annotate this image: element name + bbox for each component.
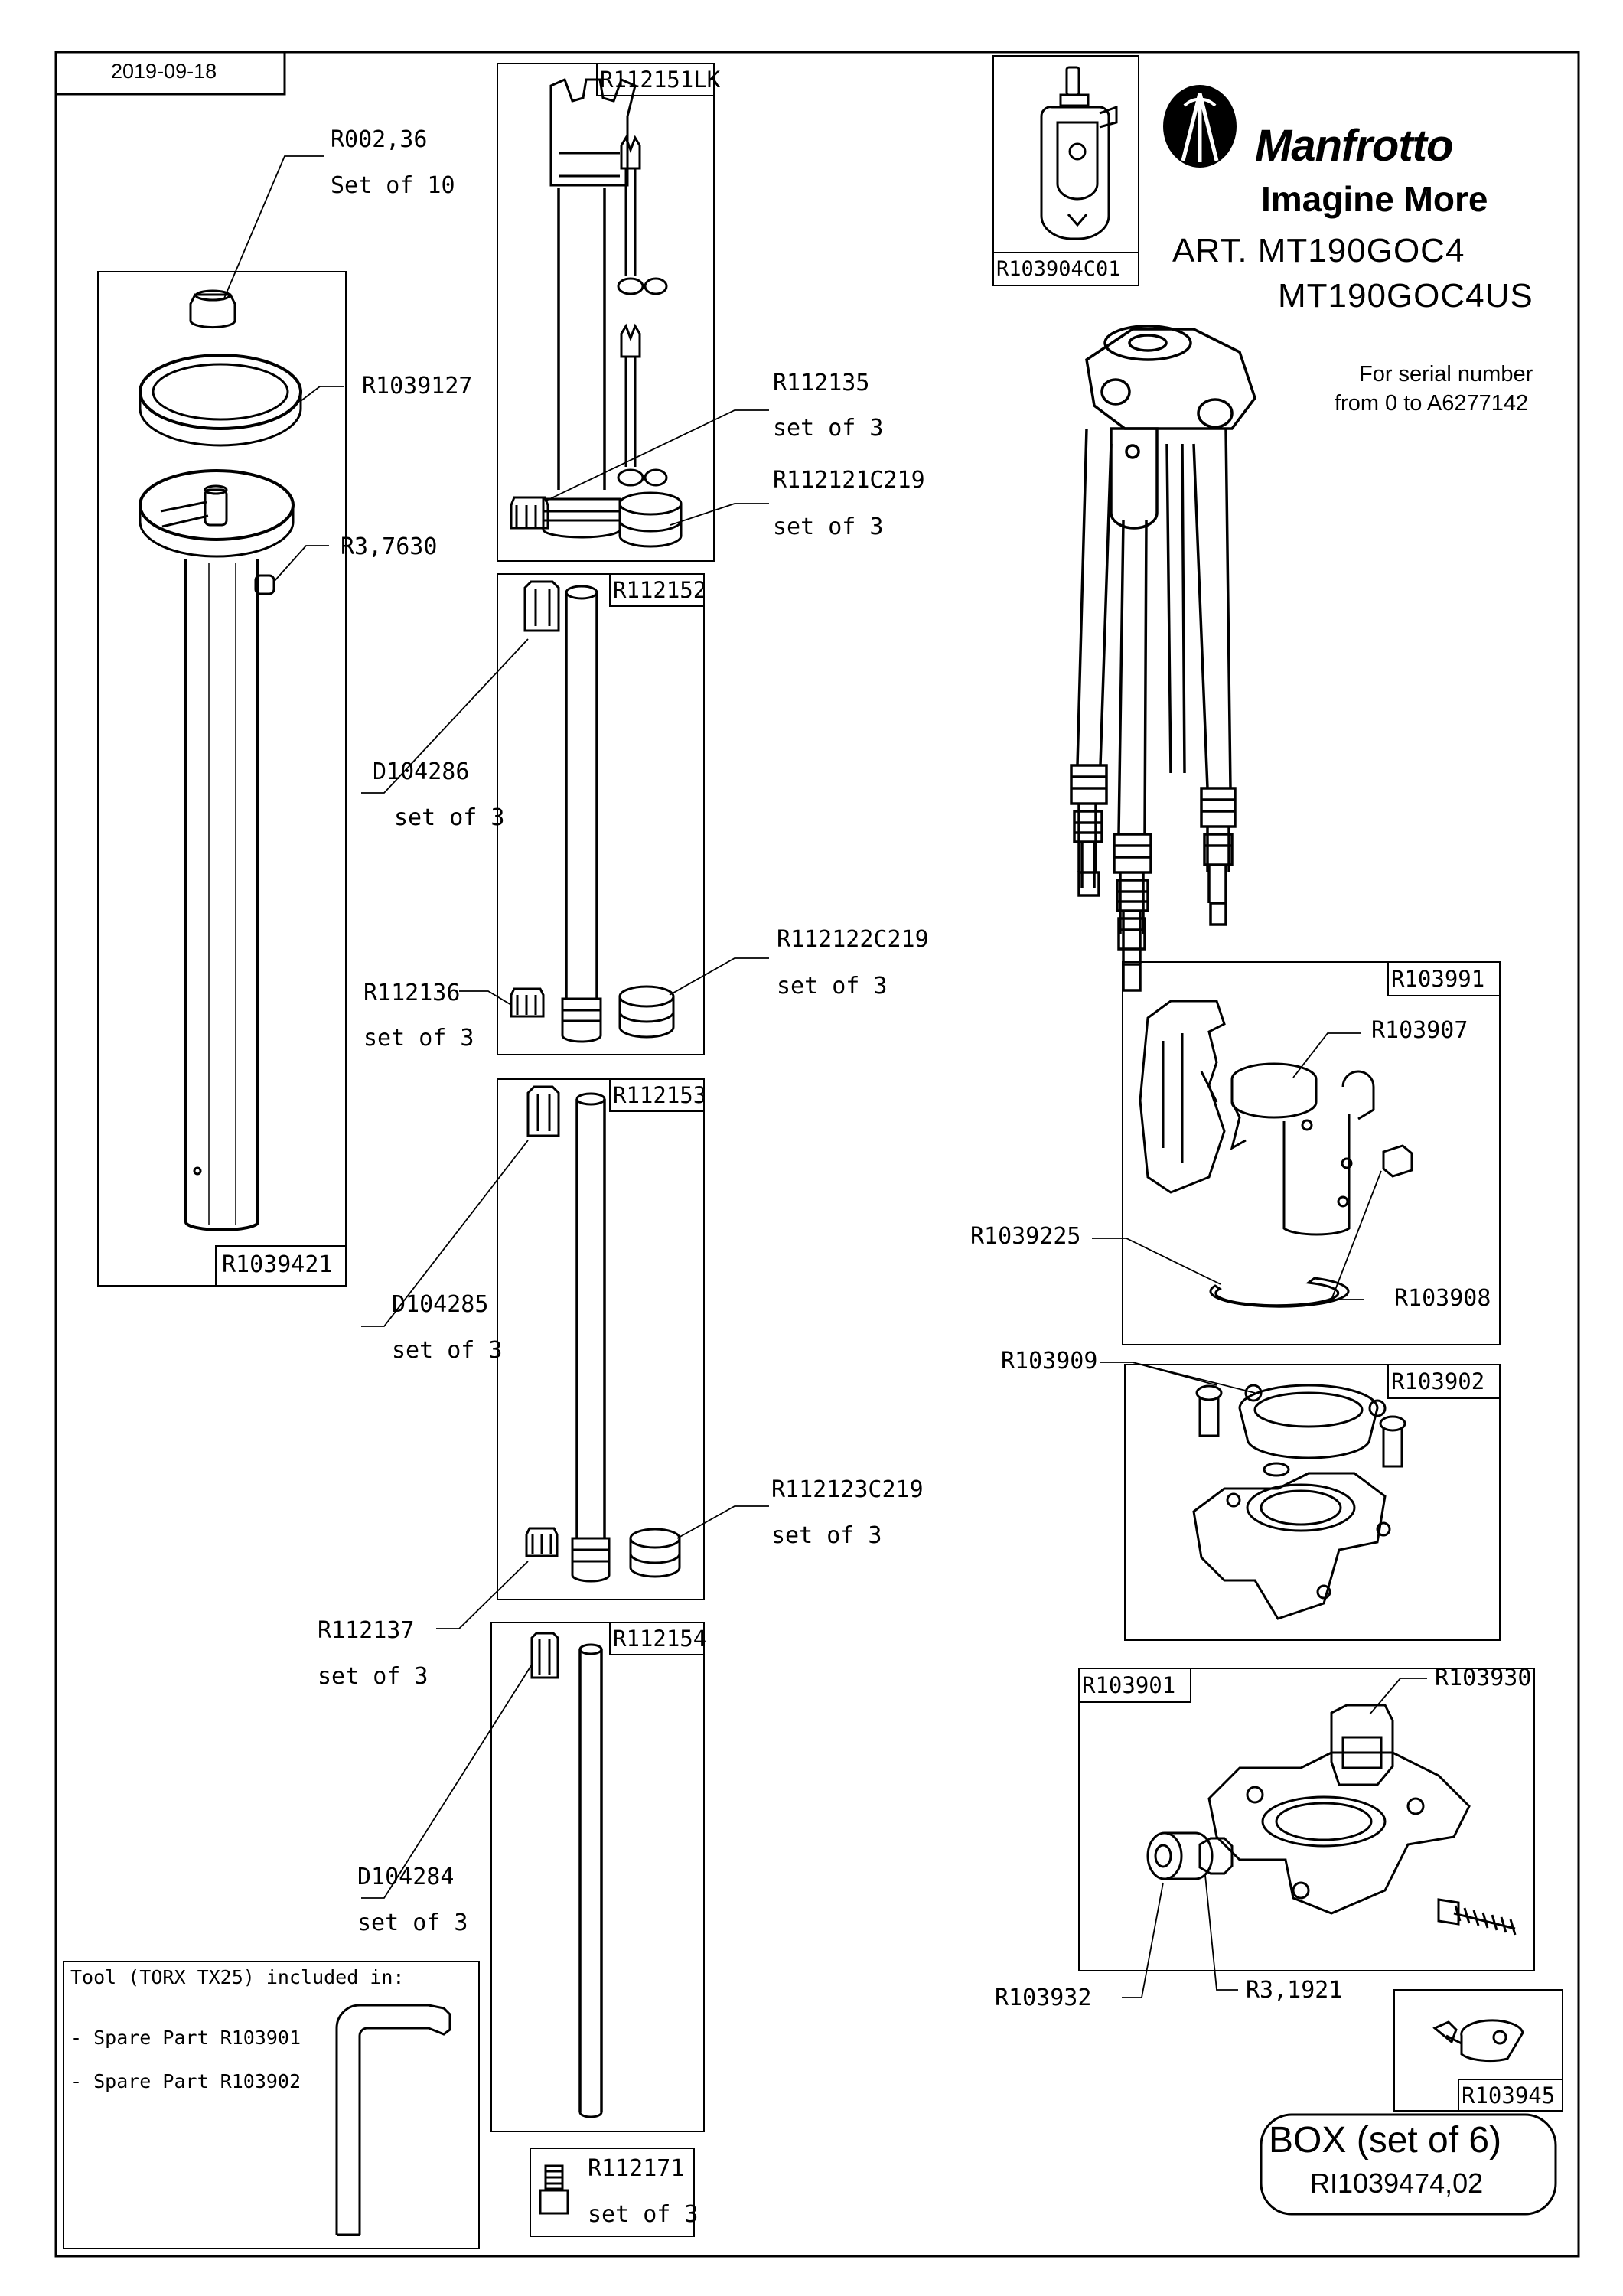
part-code-r112121: R112121C219 — [773, 467, 925, 494]
part-qty-r112171: set of 3 — [588, 2201, 699, 2228]
frame-r112171 — [530, 2148, 695, 2237]
part-qty-r112136: set of 3 — [363, 1025, 474, 1052]
frame-tag-r103991 — [1387, 961, 1501, 996]
part-code-r1039127: R1039127 — [362, 373, 473, 400]
torx-tool-drawing — [335, 2004, 451, 2236]
box-title: BOX (set of 6) — [1269, 2120, 1502, 2161]
leg-section-2-drawing — [510, 580, 675, 1043]
date-label: 2019-09-18 — [111, 60, 217, 83]
part-code-r112135: R112135 — [773, 370, 870, 396]
leader-lines-r103901 — [1122, 1678, 1427, 1998]
part-code-r31921: R3,1921 — [1246, 1977, 1343, 2004]
part-code-r103902: R103902 — [1391, 1368, 1485, 1394]
part-code-r103904: R103904C01 — [996, 257, 1121, 281]
part-code-r112123: R112123C219 — [771, 1476, 924, 1503]
part-code-r103901: R103901 — [1082, 1672, 1176, 1698]
leg-section-1-drawing — [510, 77, 683, 548]
part-code-r002: R002,36 — [331, 126, 428, 153]
part-code-r112153: R112153 — [613, 1082, 707, 1108]
part-qty-d104284: set of 3 — [357, 1910, 468, 1936]
leader-line-d104284 — [361, 1664, 533, 1899]
date-box — [56, 51, 286, 96]
part-code-r103991: R103991 — [1391, 966, 1485, 992]
frame-r112152 — [497, 573, 705, 1055]
part-qty-r112123: set of 3 — [771, 1522, 882, 1549]
part-code-r103932: R103932 — [995, 1985, 1092, 2011]
part-code-d104285: D104285 — [392, 1291, 489, 1318]
frame-tag-r103901 — [1078, 1668, 1191, 1703]
brand-tagline: Imagine More — [1261, 179, 1488, 219]
frame-r103902 — [1124, 1364, 1501, 1641]
part-code-r112151lk: R112151LK — [600, 67, 721, 93]
frame-r103901 — [1078, 1668, 1535, 1971]
leader-lines-section1 — [544, 409, 769, 526]
part-qty-r112121: set of 3 — [773, 514, 884, 540]
part-code-r103907: R103907 — [1371, 1017, 1468, 1044]
box-code: RI1039474,02 — [1310, 2167, 1484, 2199]
part-code-r112171: R112171 — [588, 2155, 685, 2182]
part-code-r103908: R103908 — [1394, 1285, 1491, 1312]
part-code-r112136: R112136 — [363, 980, 461, 1006]
frame-r112153 — [497, 1078, 705, 1600]
brand-logo-icon — [1163, 85, 1237, 168]
part-qty-d104285: set of 3 — [392, 1337, 503, 1364]
sheet-border — [54, 51, 1580, 2258]
part-code-d104286: D104286 — [373, 758, 470, 785]
part-code-r103945: R103945 — [1462, 2082, 1556, 2108]
r103902-parts-drawing — [1192, 1384, 1406, 1620]
frame-r112154 — [490, 1622, 705, 2132]
article-number: ART. MT190GOC4 — [1172, 232, 1465, 269]
leader-line-r103909 — [1100, 1362, 1256, 1394]
leader-lines-r103991 — [1092, 1032, 1382, 1300]
part-qty-r112137: set of 3 — [318, 1663, 429, 1690]
part-code-r103909: R103909 — [1001, 1348, 1098, 1375]
serial-note-line2: from 0 to A6277142 — [1335, 391, 1529, 416]
part-qty-r002: Set of 10 — [331, 172, 455, 199]
r103991-parts-drawing — [1139, 1000, 1413, 1308]
tool-note-title: Tool (TORX TX25) included in: — [70, 1966, 405, 1988]
assembled-tripod-drawing — [1070, 325, 1256, 992]
article-number-us: MT190GOC4US — [1278, 277, 1533, 315]
leader-lines-section3 — [361, 1140, 769, 1629]
part-code-r1039225: R1039225 — [970, 1223, 1081, 1250]
serial-note-line1: For serial number — [1359, 362, 1533, 386]
frame-tag-r1039421 — [215, 1245, 347, 1287]
part-code-r112122: R112122C219 — [777, 926, 929, 953]
part-code-d104284: D104284 — [357, 1864, 455, 1890]
frame-tag-r112154 — [609, 1622, 705, 1655]
tool-note-line1: - Spare Part R103901 — [70, 2027, 301, 2049]
knob-r103945-drawing — [1432, 2019, 1524, 2063]
part-qty-r112122: set of 3 — [777, 973, 888, 1000]
screw-r112171-drawing — [539, 2164, 569, 2215]
frame-r103991 — [1122, 961, 1501, 1345]
leader-lines-section2 — [361, 638, 769, 1006]
leg-section-4-drawing — [530, 1632, 603, 2118]
leg-section-3-drawing — [525, 1085, 681, 1583]
part-code-r112152: R112152 — [613, 577, 707, 603]
part-code-r112137: R112137 — [318, 1617, 415, 1644]
frame-r1039421 — [97, 271, 347, 1287]
part-code-r112154: R112154 — [613, 1626, 707, 1652]
frame-box — [1260, 2113, 1557, 2216]
part-code-r37630: R3,7630 — [341, 533, 438, 560]
frame-tag-r103945 — [1458, 2079, 1563, 2112]
r103901-parts-drawing — [1146, 1704, 1517, 1936]
part-code-r1039421: R1039421 — [222, 1251, 333, 1278]
part-qty-r112135: set of 3 — [773, 415, 884, 442]
frame-tag-r112153 — [609, 1078, 705, 1112]
frame-tag-r112152 — [609, 573, 705, 607]
frame-tag-r103904 — [992, 252, 1139, 286]
frame-tag-r103902 — [1387, 1364, 1501, 1399]
frame-tool-note — [63, 1961, 480, 2249]
leader-lines-left — [223, 155, 344, 582]
brand-name: Manfrotto — [1255, 121, 1453, 171]
center-column-drawing — [139, 289, 302, 1231]
leg-lock-r103904-drawing — [1040, 66, 1118, 240]
tool-note-line2: - Spare Part R103902 — [70, 2070, 301, 2092]
part-qty-d104286: set of 3 — [394, 804, 505, 831]
part-code-r103930: R103930 — [1435, 1665, 1532, 1691]
